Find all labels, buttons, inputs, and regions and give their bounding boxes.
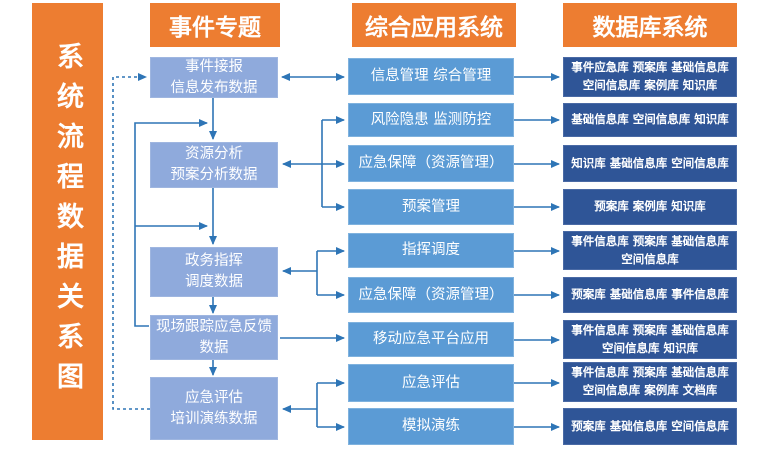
event-box-line: 事件接报 [185, 58, 243, 75]
db-box-line: 事件应急库 预案库 基础信息库 [571, 60, 729, 75]
event-box-resource-plan-analysis: 资源分析 预案分析数据 [150, 142, 278, 188]
app-box-plan-management: 预案管理 [348, 189, 514, 225]
db-box-7: 事件信息库 预案库 基础信息库 空间信息库 知识库 [563, 320, 737, 359]
header-database-system-label: 数据库系统 [592, 15, 708, 41]
db-box-line: 事件信息库 预案库 基础信息库 [571, 365, 729, 380]
event-box-line: 应急评估 [185, 389, 243, 406]
db-box-line: 基础信息库 空间信息库 知识库 [571, 112, 729, 127]
app-box-command-dispatch: 指挥调度 [348, 233, 514, 268]
diagram-title-bar: 系统流程数据关系图 [32, 3, 103, 440]
db-box-line: 事件信息库 预案库 基础信息库 [571, 322, 729, 337]
app-box-label: 指挥调度 [402, 242, 460, 259]
db-box-3: 知识库 基础信息库 空间信息库 [563, 145, 737, 182]
app-box-simulation-drill: 模拟演练 [348, 408, 514, 445]
event-box-eval-training: 应急评估 培训演练数据 [150, 377, 278, 440]
arrow-feedback-dashed [112, 73, 150, 410]
app-box-label: 应急评估 [402, 374, 460, 391]
app-box-mobile-platform: 移动应急平台应用 [348, 322, 514, 357]
db-box-8: 事件信息库 预案库 基础信息库 空间信息库 案例库 文档库 [563, 362, 737, 402]
db-box-4: 预案库 案例库 知识库 [563, 189, 737, 225]
app-box-info-management: 信息管理 综合管理 [348, 58, 514, 95]
event-box-incident-reporting: 事件接报 信息发布数据 [150, 57, 278, 98]
event-box-line: 现场跟踪应急反馈 [156, 318, 272, 335]
app-box-label: 应急保障（资源管理） [358, 155, 504, 172]
event-box-line: 资源分析 [185, 146, 243, 163]
app-box-emergency-support-2: 应急保障（资源管理） [348, 277, 514, 313]
header-application-system-label: 综合应用系统 [365, 15, 503, 41]
db-box-line: 预案库 基础信息库 事件信息库 [571, 287, 729, 302]
header-database-system: 数据库系统 [563, 3, 737, 47]
event-box-line: 数据 [199, 339, 229, 356]
event-box-line: 调度数据 [185, 274, 243, 290]
app-box-label: 风险隐患 监测防控 [370, 111, 492, 128]
db-box-line: 空间信息库 知识库 [601, 340, 698, 355]
db-box-line: 空间信息库 案例库 文档库 [582, 383, 718, 397]
event-box-line: 培训演练数据 [170, 410, 258, 427]
event-box-gov-command-dispatch: 政务指挥 调度数据 [150, 247, 278, 297]
db-box-line: 知识库 基础信息库 空间信息库 [571, 155, 729, 170]
diagram-title: 系统流程数据关系图 [52, 41, 83, 402]
db-box-line: 事件信息库 预案库 基础信息库 [571, 233, 729, 248]
db-box-line: 空间信息库 [621, 251, 679, 266]
event-box-field-tracking-feedback: 现场跟踪应急反馈 数据 [150, 315, 278, 360]
event-box-line: 信息发布数据 [170, 79, 258, 96]
db-box-1: 事件应急库 预案库 基础信息库 空间信息库 案例库 知识库 [563, 57, 737, 97]
app-box-label: 模拟演练 [402, 418, 460, 435]
event-box-line: 政务指挥 [185, 253, 243, 270]
app-box-label: 应急保障（资源管理） [358, 286, 504, 303]
db-box-2: 基础信息库 空间信息库 知识库 [563, 103, 737, 137]
db-box-6: 预案库 基础信息库 事件信息库 [563, 277, 737, 313]
header-event-topics-label: 事件专题 [169, 15, 261, 41]
app-box-risk-monitoring: 风险隐患 监测防控 [348, 103, 514, 137]
header-application-system: 综合应用系统 [352, 3, 516, 47]
app-box-label: 预案管理 [402, 198, 460, 215]
db-box-9: 预案库 基础信息库 空间信息库 [563, 408, 737, 445]
app-box-emergency-evaluation: 应急评估 [348, 364, 514, 402]
db-box-line: 预案库 案例库 知识库 [594, 199, 706, 214]
header-event-topics: 事件专题 [150, 3, 280, 47]
db-box-line: 预案库 基础信息库 空间信息库 [571, 418, 729, 433]
db-box-5: 事件信息库 预案库 基础信息库 空间信息库 [563, 231, 737, 270]
app-box-emergency-support-1: 应急保障（资源管理） [348, 145, 514, 182]
app-box-label: 信息管理 综合管理 [370, 68, 492, 85]
event-box-line: 预案分析数据 [170, 167, 258, 183]
app-box-label: 移动应急平台应用 [373, 331, 489, 348]
db-box-line: 空间信息库 案例库 知识库 [582, 78, 718, 92]
